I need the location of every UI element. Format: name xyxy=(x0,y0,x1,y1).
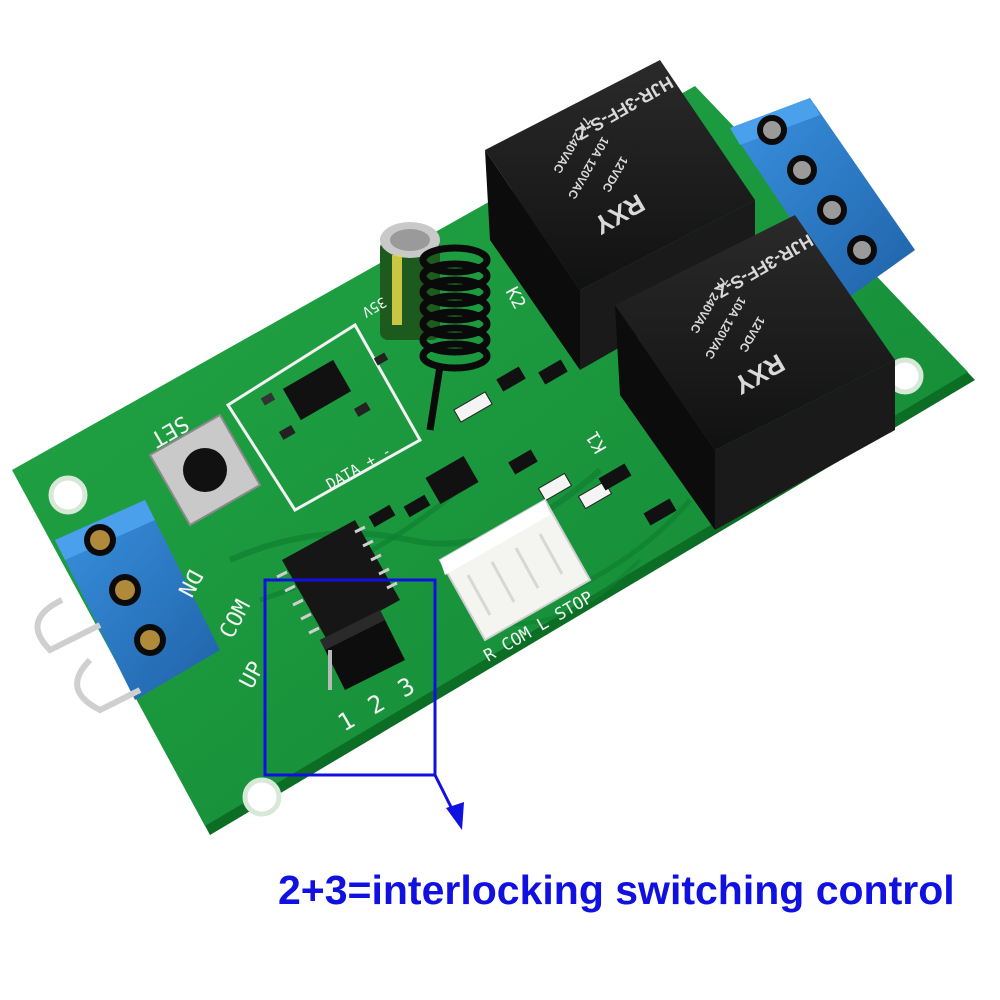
right-terminal-block xyxy=(730,98,915,300)
left-terminal-block xyxy=(34,500,220,714)
mounting-hole xyxy=(242,777,282,817)
smd-components xyxy=(368,359,677,528)
annotation-caption: 2+3=interlocking switching control xyxy=(278,867,955,913)
antenna-coil xyxy=(419,244,491,431)
highlight-box xyxy=(263,578,437,777)
pointer-arrow-head xyxy=(446,802,464,830)
relay-k1: RXY HJR-3FF-S-Z 10A 120VAC 7A 240VAC 12V… xyxy=(582,215,895,530)
mounting-hole xyxy=(48,475,88,515)
set-button[interactable]: SET xyxy=(146,410,262,527)
annotation-highlight xyxy=(263,578,464,830)
